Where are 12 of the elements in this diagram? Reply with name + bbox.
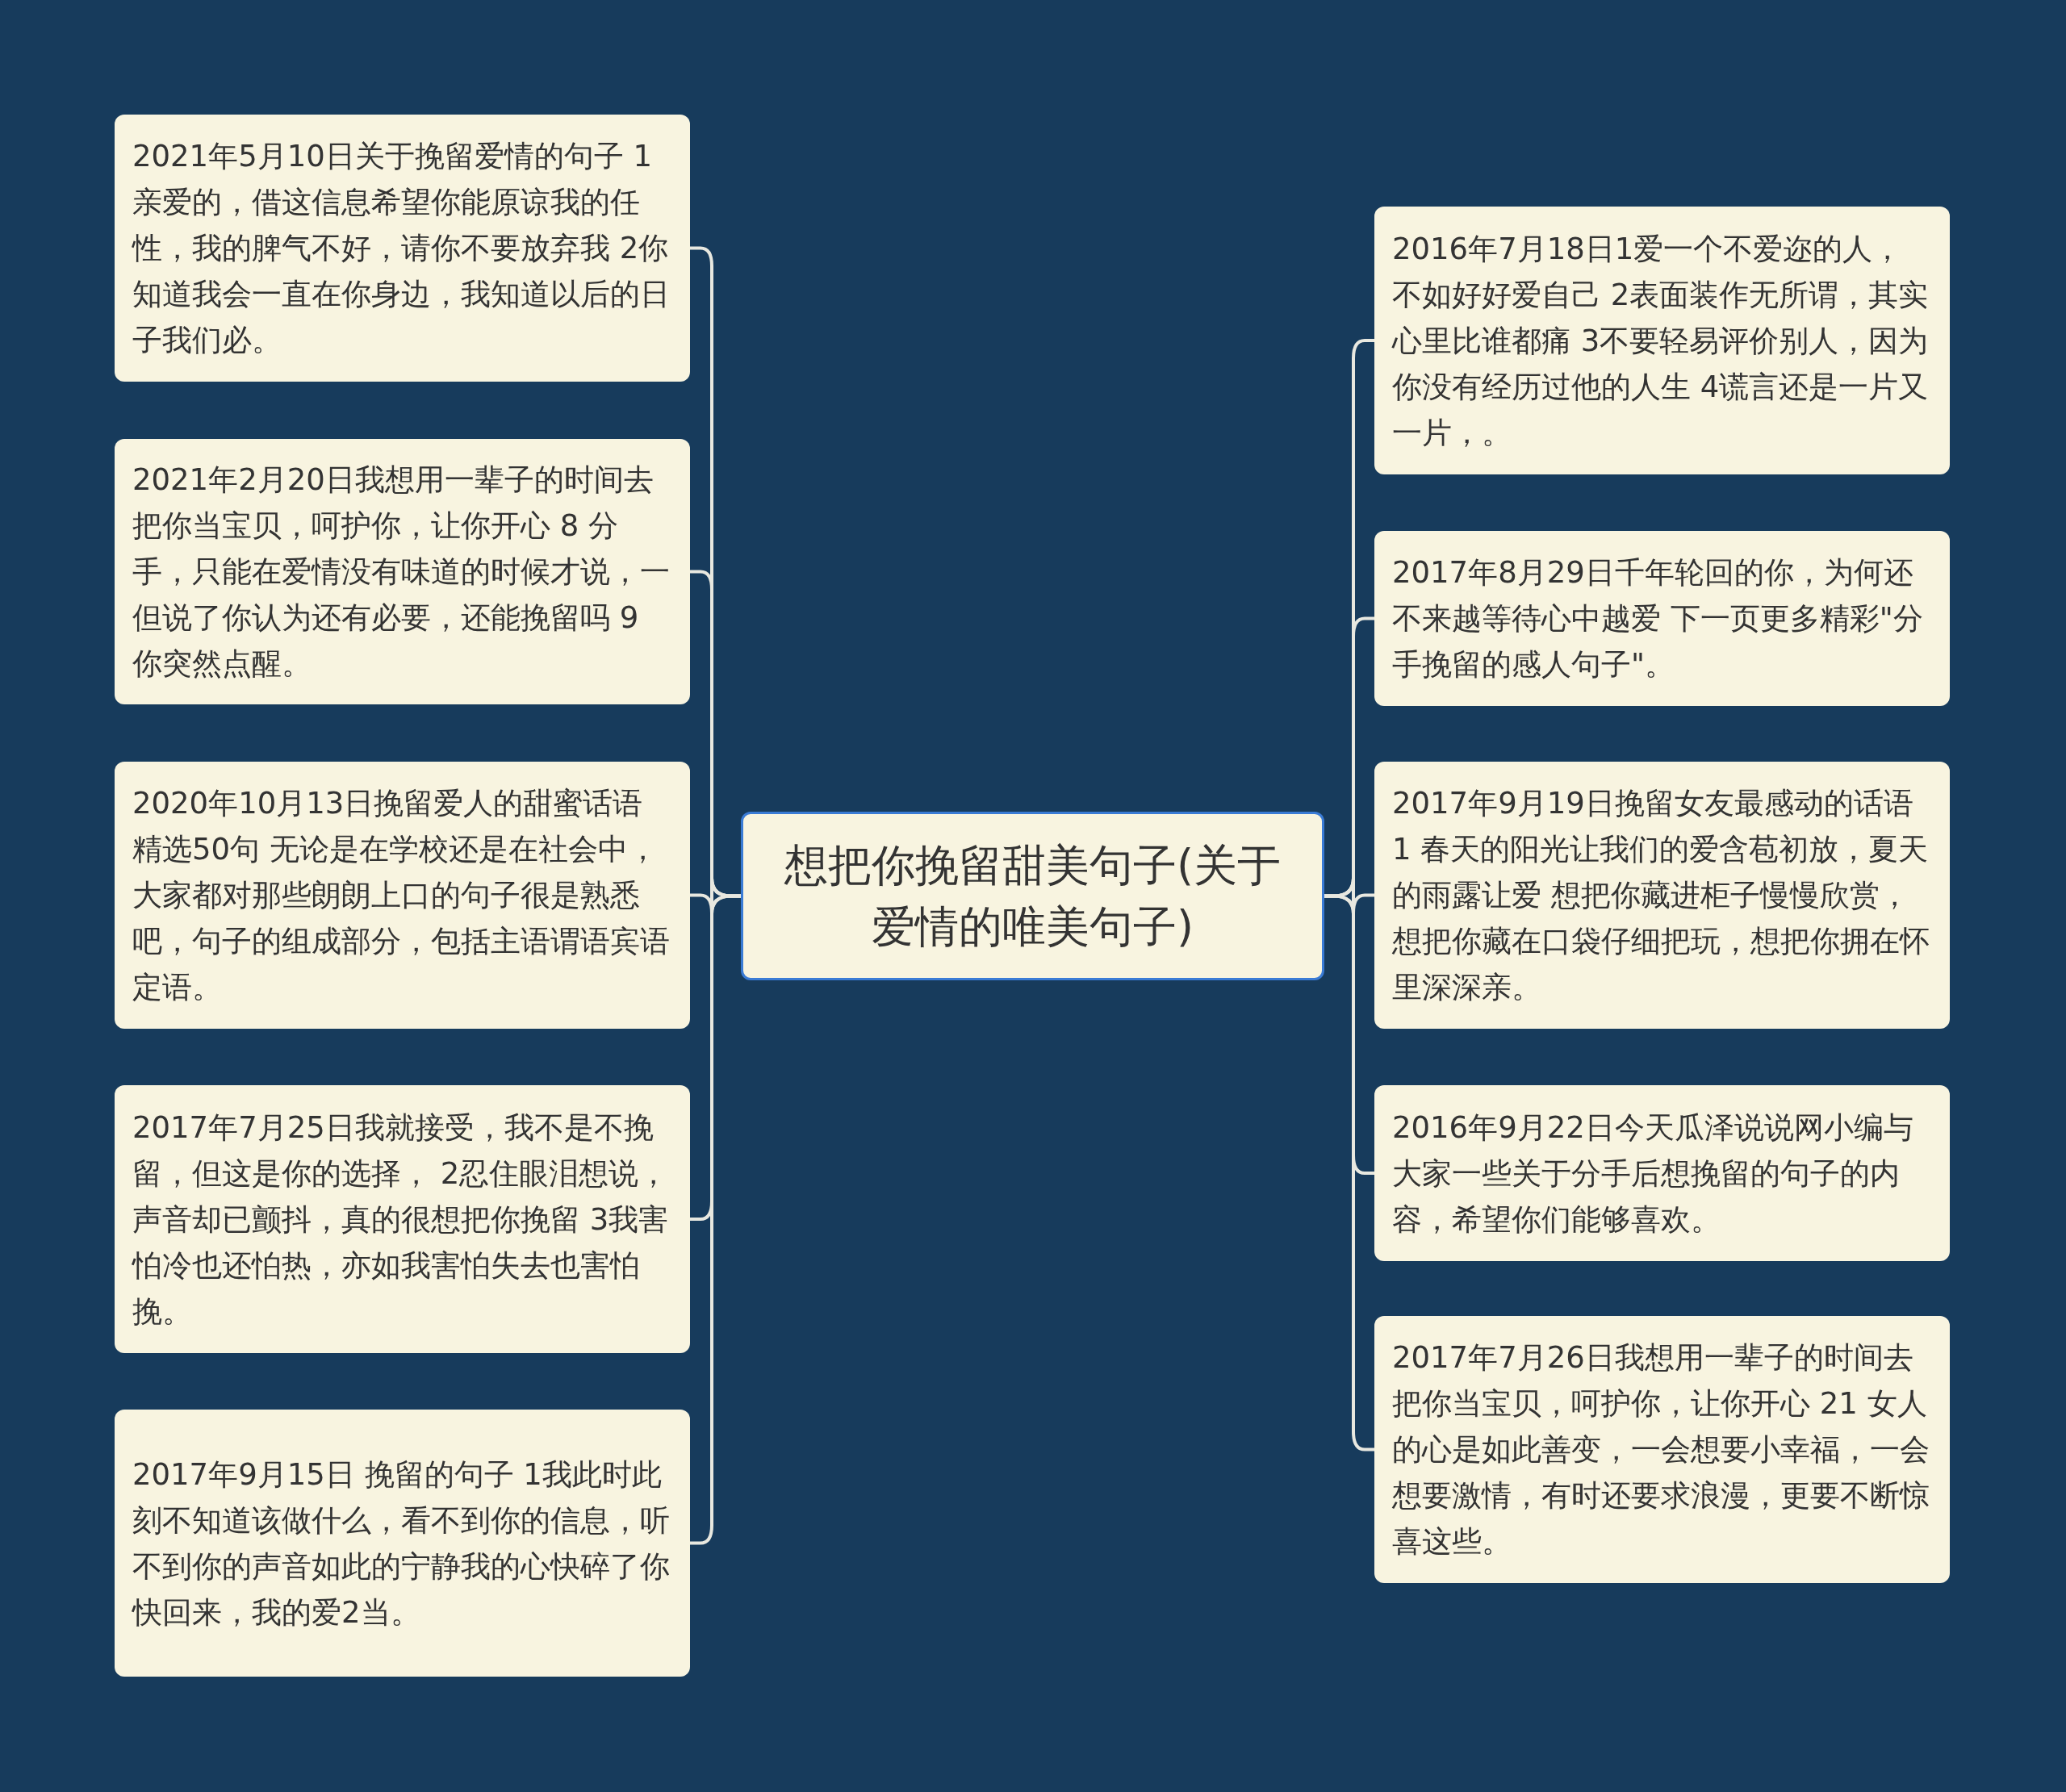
text-box: 2021年2月20日我想用一辈子的时间去把你当宝贝，呵护你，让你开心 8 分手，只能在爱情没有味道的时候才说，一但说了你认为还有必要，还能挽留吗 9 你突然点醒。 (115, 439, 690, 704)
text-box: 2017年8月29日千年轮回的你，为何还不来越等待心中越爱 下一页更多精彩"分手挽留的感人句子"。 (1374, 531, 1950, 706)
text-box: 2021年5月10日关于挽留爱情的句子 1亲爱的，借这信息希望你能原谅我的任性，我的脾气不好，请你不要放弃我 2你知道我会一直在你身边，我知道以后的日子我们必。 (115, 115, 690, 382)
connector-line (1324, 894, 1374, 1452)
text-box: 2017年9月19日挽留女友最感动的话语 1 春天的阳光让我们的爱含苞初放，夏天的雨露让爱 想把你藏进柜子慢慢欣赏，想把你藏在口袋仔细把玩，想把你拥在怀里深深亲。 (1374, 762, 1950, 1029)
topic-box: 想把你挽留甜美句子(关于爱情的唯美句子) (741, 812, 1324, 980)
text-box: 2017年7月26日我想用一辈子的时间去把你当宝贝，呵护你，让你开心 21 女人的心是如此善变，一会想要小幸福，一会想要激情，有时还要求浪漫，更要不断惊喜这些。 (1374, 1316, 1950, 1583)
text-box: 2016年7月18日1爱一个不爱迩的人，不如好好爱自己 2表面装作无所谓，其实心里比谁都痛 3不要轻易评价别人，因为你没有经历过他的人生 4谎言还是一片又一片，。 (1374, 207, 1950, 474)
text-box: 2016年9月22日今天瓜泽说说网小编与大家一些关于分手后想挽留的句子的内容，希望你们能够喜欢。 (1374, 1085, 1950, 1261)
text-box: 2017年9月15日 挽留的句子 1我此时此刻不知道该做什么，看不到你的信息，听不到你的声音如此的宁静我的心快碎了你快回来，我的爱2当。 (115, 1410, 690, 1677)
text-box: 2020年10月13日挽留爱人的甜蜜话语精选50句 无论是在学校还是在社会中，大家都对那些朗朗上口的句子很是熟悉吧，句子的组成部分，包括主语谓语宾语定语。 (115, 762, 690, 1029)
text-box: 2017年7月25日我就接受，我不是不挽留，但这是你的选择， 2忍住眼泪想说，声音却已颤抖，真的很想把你挽留 3我害怕冷也还怕热，亦如我害怕失去也害怕挽。 (115, 1085, 690, 1353)
